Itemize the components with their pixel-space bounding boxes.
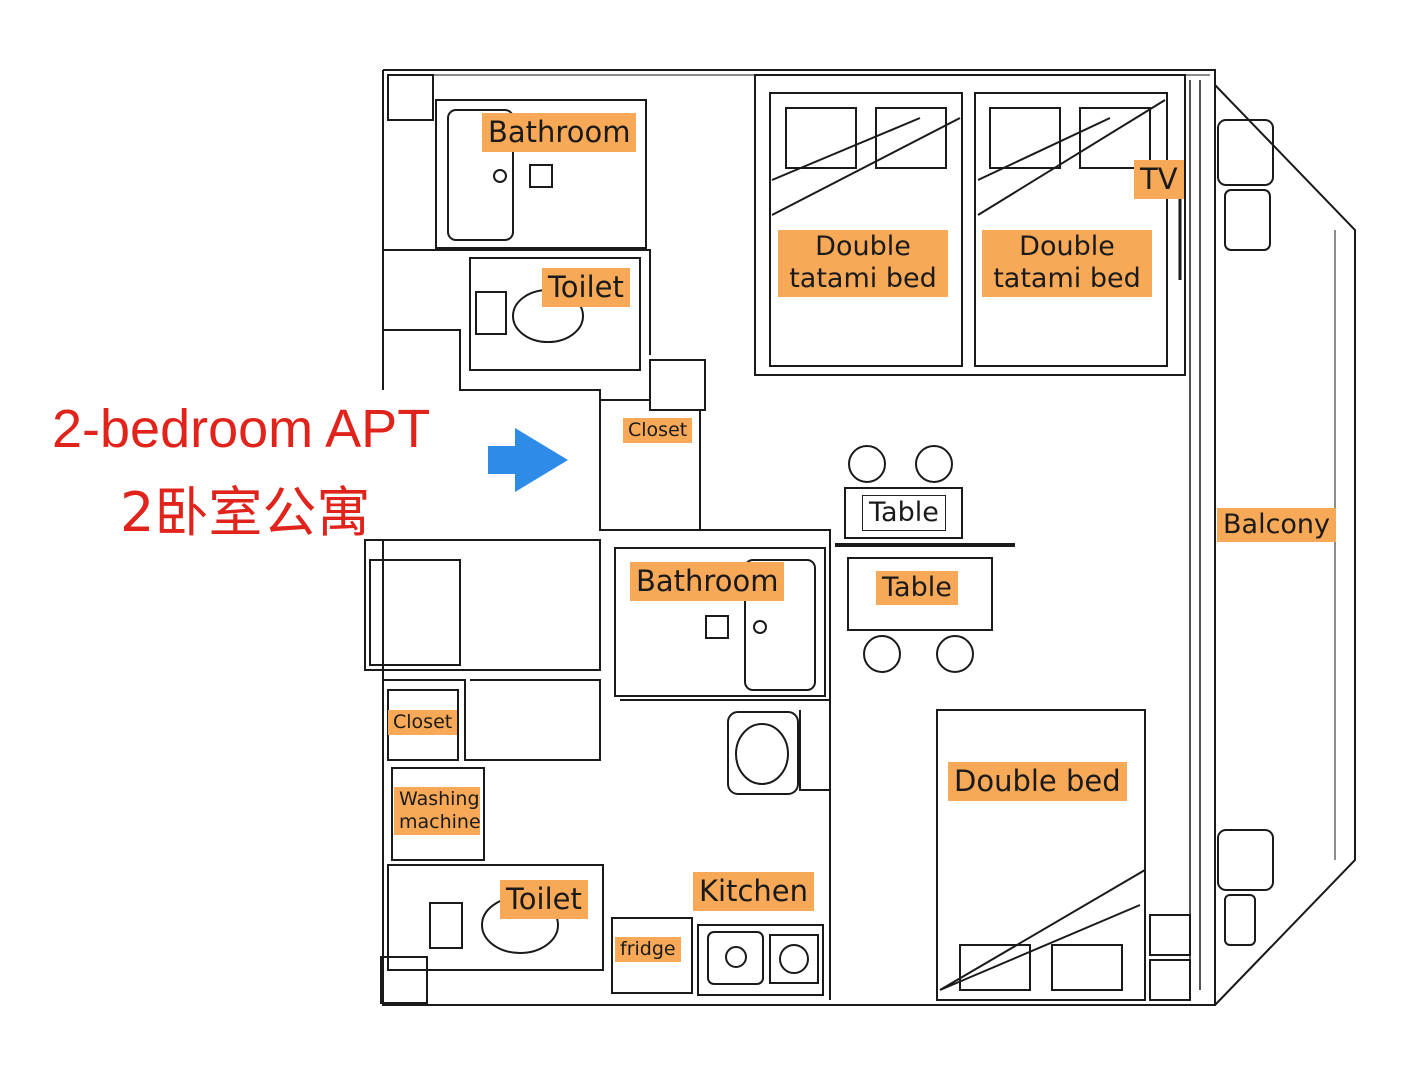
title-english: 2-bedroom APT (52, 399, 431, 459)
label-washing-machine: Washing machine (394, 787, 481, 835)
label-toilet-bottom: Toilet (500, 880, 588, 919)
label-fridge: fridge (615, 937, 681, 962)
arrow-right-icon (488, 428, 568, 492)
label-bathroom-middle: Bathroom (630, 562, 785, 601)
label-table-2: Table (876, 571, 958, 606)
label-double-bed: Double bed (948, 762, 1127, 801)
label-table-1: Table (862, 495, 946, 532)
label-closet-left: Closet (388, 710, 458, 735)
balcony-outline (1214, 84, 1356, 1006)
label-kitchen: Kitchen (693, 872, 814, 911)
title-chinese: 2卧室公寓 (120, 481, 371, 544)
label-tv: TV (1134, 160, 1184, 199)
label-double-tatami-bed-1: Double tatami bed (778, 230, 948, 297)
label-bathroom-top: Bathroom (482, 113, 637, 152)
label-closet-top: Closet (623, 418, 693, 443)
label-double-tatami-bed-2: Double tatami bed (982, 230, 1152, 297)
label-toilet-top: Toilet (542, 268, 630, 307)
label-balcony: Balcony (1217, 508, 1337, 543)
